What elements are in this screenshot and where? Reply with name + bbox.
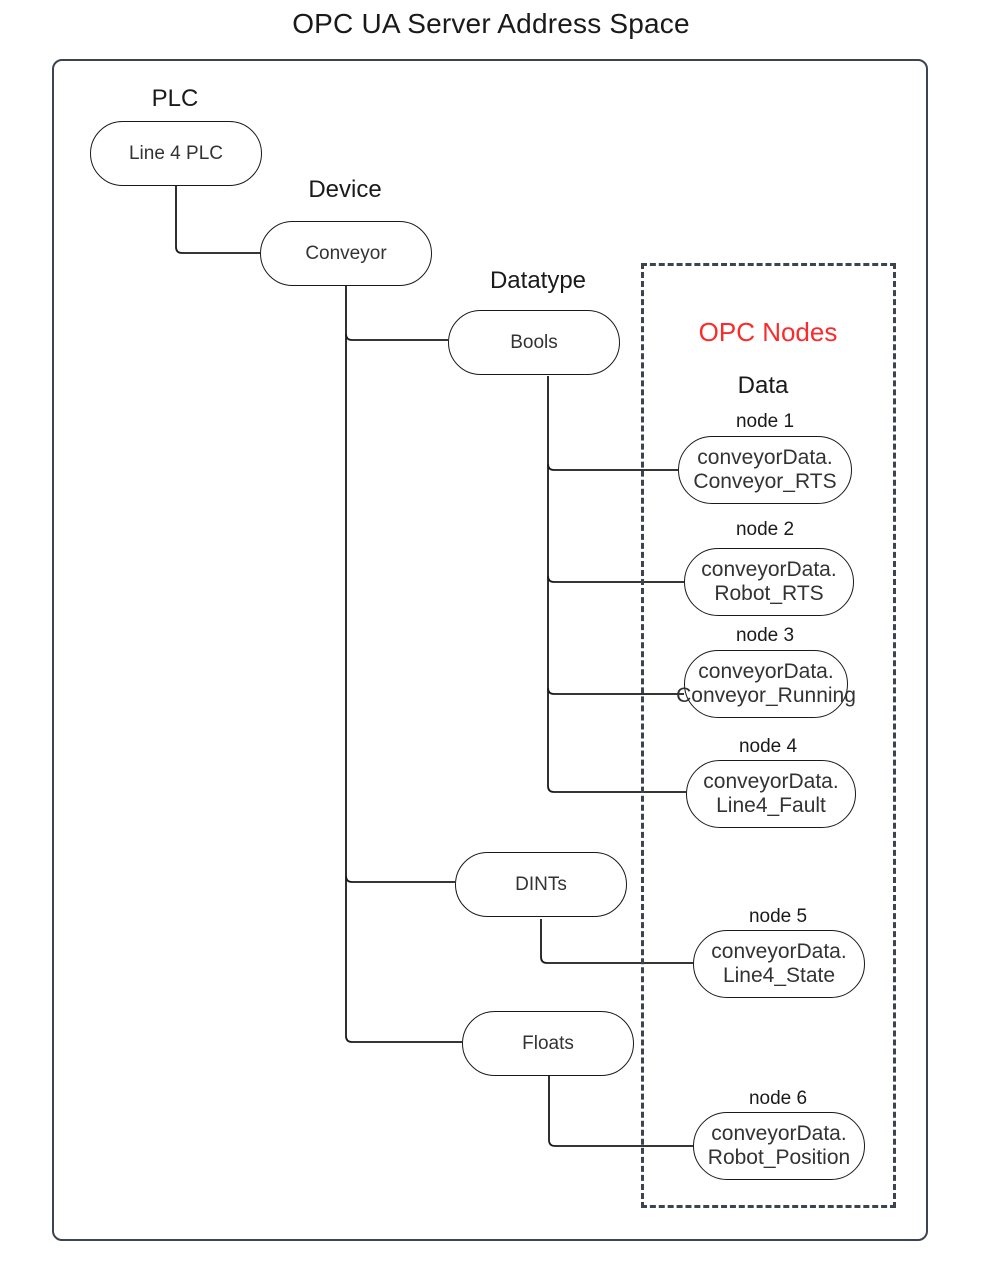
- opc-node-4-text: conveyorData. Line4_Fault: [703, 770, 838, 817]
- node-dints[interactable]: DINTs: [455, 852, 627, 917]
- opc-node-3-line1: conveyorData.: [698, 660, 834, 684]
- opc-node-5-line2: Line4_State: [722, 964, 836, 987]
- edge-dints-to-node5: [540, 919, 693, 964]
- node-caption-3: node 3: [735, 625, 795, 646]
- node-bools[interactable]: Bools: [448, 310, 620, 375]
- edge-conveyor-to-bools: [345, 333, 448, 341]
- edge-bools-to-node1: [547, 463, 678, 471]
- address-space-frame: [52, 59, 928, 1241]
- opc-node-1-line1: conveyorData.: [697, 446, 833, 470]
- edge-bools-to-node3: [547, 687, 684, 695]
- edge-bools-to-node2: [547, 575, 684, 583]
- opc-node-6-text: conveyorData. Robot_Position: [708, 1122, 850, 1169]
- node-conveyor[interactable]: Conveyor: [260, 221, 432, 286]
- opc-node-6[interactable]: conveyorData. Robot_Position: [693, 1112, 865, 1180]
- node-line4-plc[interactable]: Line 4 PLC: [90, 121, 262, 186]
- opc-node-2[interactable]: conveyorData. Robot_RTS: [684, 548, 854, 616]
- opc-node-3-line2: Conveyor_Running: [676, 684, 856, 707]
- opc-node-3-text: conveyorData. Conveyor_Running: [676, 660, 856, 707]
- edge-bools-trunk: [547, 376, 686, 793]
- page-title: OPC UA Server Address Space: [292, 8, 690, 39]
- opc-node-6-line1: conveyorData.: [711, 1122, 847, 1146]
- node-caption-5: node 5: [748, 906, 808, 927]
- opc-node-3[interactable]: conveyorData. Conveyor_Running: [676, 650, 856, 718]
- caption-device: Device: [308, 176, 382, 203]
- node-floats[interactable]: Floats: [462, 1011, 634, 1076]
- opc-node-1[interactable]: conveyorData. Conveyor_RTS: [678, 436, 852, 504]
- opc-node-2-line2: Robot_RTS: [714, 582, 824, 605]
- opc-node-4-line2: Line4_Fault: [716, 794, 826, 817]
- node-caption-6: node 6: [748, 1088, 808, 1109]
- edge-conveyor-to-dints: [345, 875, 455, 883]
- node-conveyor-label: Conveyor: [305, 242, 387, 264]
- opc-node-1-line2: Conveyor_RTS: [693, 470, 837, 493]
- opc-node-4[interactable]: conveyorData. Line4_Fault: [686, 760, 856, 828]
- node-caption-2: node 2: [735, 519, 795, 540]
- caption-plc: PLC: [151, 85, 199, 112]
- edge-conveyor-trunk: [345, 286, 462, 1043]
- opc-nodes-dashed-region: [641, 263, 896, 1208]
- node-caption-1: node 1: [735, 411, 795, 432]
- edge-floats-to-node6: [548, 1076, 693, 1147]
- node-floats-label: Floats: [522, 1032, 574, 1054]
- opc-node-6-line2: Robot_Position: [707, 1146, 851, 1169]
- opc-node-5[interactable]: conveyorData. Line4_State: [693, 930, 865, 998]
- opc-node-2-line1: conveyorData.: [701, 558, 837, 582]
- caption-opc-nodes: OPC Nodes: [698, 317, 838, 347]
- caption-data: Data: [737, 372, 789, 399]
- node-caption-4: node 4: [738, 736, 798, 757]
- edge-plc-to-conveyor: [175, 186, 260, 254]
- opc-node-4-line1: conveyorData.: [703, 770, 839, 794]
- opc-node-2-text: conveyorData. Robot_RTS: [701, 558, 836, 605]
- caption-datatype: Datatype: [489, 267, 587, 294]
- opc-node-5-text: conveyorData. Line4_State: [711, 940, 846, 987]
- node-dints-label: DINTs: [515, 873, 567, 895]
- node-line4-plc-label: Line 4 PLC: [128, 142, 223, 164]
- opc-node-1-text: conveyorData. Conveyor_RTS: [693, 446, 836, 493]
- opc-node-5-line1: conveyorData.: [711, 940, 847, 964]
- node-bools-label: Bools: [510, 331, 558, 353]
